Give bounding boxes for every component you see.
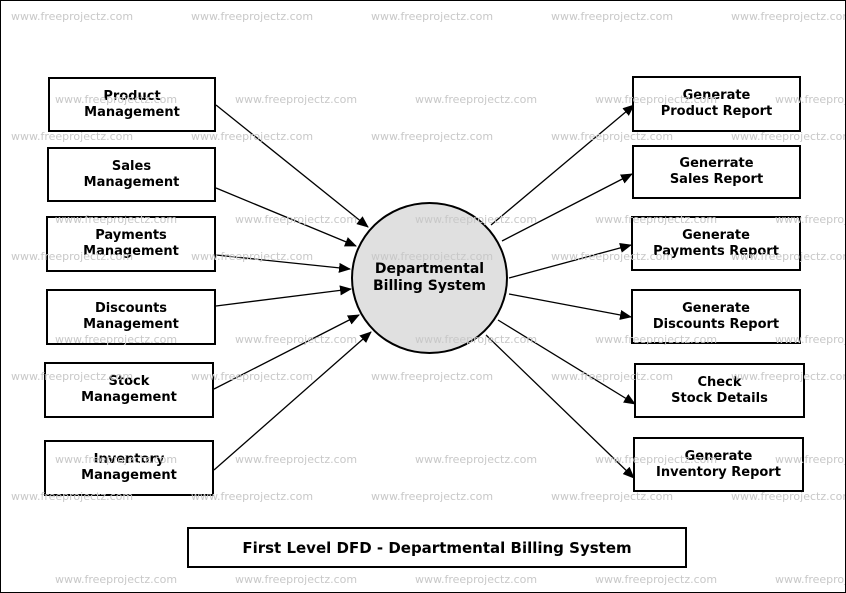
- entity-sales-management: Sales Management: [47, 147, 216, 202]
- arrow-stock-to-process: [213, 314, 360, 390]
- entity-label: Inventory Management: [81, 452, 177, 483]
- output-generate-inventory-report: Generate Inventory Report: [633, 437, 804, 492]
- arrow-process-to-product-report: [490, 104, 635, 226]
- output-label: Generrate Sales Report: [669, 156, 764, 187]
- process-label: Departmental Billing System: [372, 261, 487, 294]
- entity-product-management: Product Management: [48, 77, 216, 132]
- entity-label: Sales Management: [83, 158, 180, 190]
- arrow-process-to-stock-details: [497, 319, 636, 405]
- output-generate-payments-report: Generate Payments Report: [631, 216, 801, 271]
- arrow-process-to-payments-report: [508, 243, 632, 279]
- entity-label: Product Management: [84, 88, 180, 120]
- diagram-title-box: First Level DFD - Departmental Billing S…: [187, 527, 687, 568]
- output-generrate-sales-report: Generrate Sales Report: [632, 145, 801, 199]
- arrow-process-to-sales-report: [501, 173, 633, 242]
- output-generate-product-report: Generate Product Report: [632, 76, 801, 132]
- entity-label: Payments Management: [83, 228, 179, 259]
- output-check-stock-details: Check Stock Details: [634, 363, 805, 418]
- entity-label: Stock Management: [81, 374, 177, 405]
- output-generate-discounts-report: Generate Discounts Report: [631, 289, 801, 344]
- arrow-process-to-inventory-report: [485, 334, 635, 479]
- arrow-payments-to-process: [215, 254, 351, 273]
- arrow-inventory-to-process: [213, 331, 372, 471]
- output-label: Check Stock Details: [671, 374, 768, 406]
- entity-stock-management: Stock Management: [44, 362, 214, 418]
- process-departmental-billing-system: Departmental Billing System: [351, 202, 508, 354]
- diagram-title: First Level DFD - Departmental Billing S…: [242, 538, 632, 557]
- entity-discounts-management: Discounts Management: [46, 289, 216, 345]
- arrow-sales-to-process: [215, 187, 357, 247]
- entity-inventory-management: Inventory Management: [44, 440, 214, 496]
- output-label: Generate Payments Report: [653, 227, 779, 259]
- entity-payments-management: Payments Management: [46, 216, 216, 272]
- output-label: Generate Product Report: [660, 88, 773, 119]
- arrow-process-to-discounts-report: [508, 293, 632, 320]
- output-label: Generate Inventory Report: [656, 448, 781, 480]
- entity-label: Discounts Management: [83, 301, 179, 332]
- arrow-discounts-to-process: [215, 285, 352, 307]
- output-label: Generate Discounts Report: [652, 300, 780, 332]
- arrow-product-to-process: [215, 104, 369, 228]
